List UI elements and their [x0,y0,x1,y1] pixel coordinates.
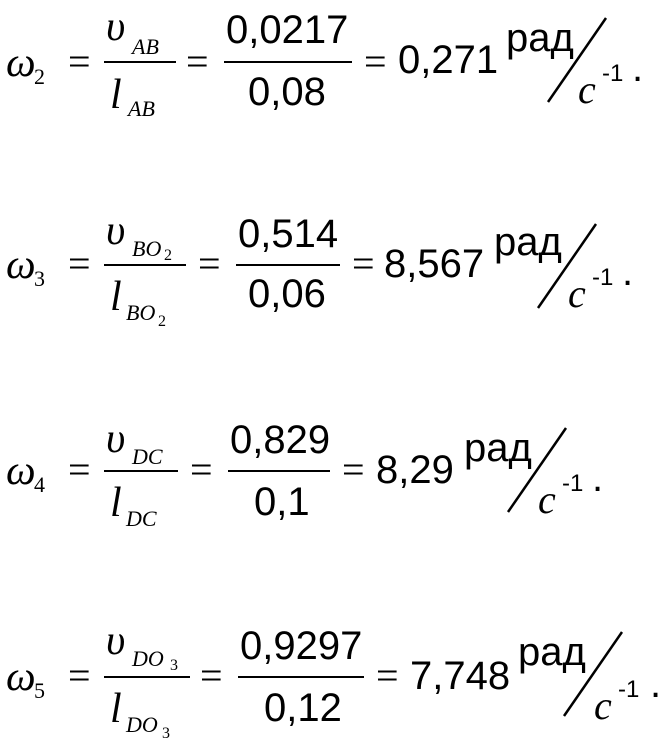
unit-slash [562,631,624,717]
end-period: . [592,456,604,500]
length-symbol: l [110,274,122,320]
unit-second: с [568,271,586,316]
velocity-subscript: DO [132,646,164,671]
omega-symbol: ω [6,448,36,494]
result-value: 0,271 [398,38,499,82]
unit-exponent: -1 [602,60,624,87]
fraction-bar-symbolic [104,264,186,266]
equals-sign-2: = [186,39,209,84]
equation-omega-5: ω 5 = υ DO 3 l DO 3 = 0,9297 0,12 = 7,74… [0,620,668,750]
fraction-bar-numeric [224,61,352,63]
unit-radian: рад [494,220,562,264]
length-subscript: AB [128,96,155,121]
equals-sign-3: = [364,39,387,84]
velocity-subscript-index: 2 [164,247,172,264]
unit-slash [506,427,568,513]
end-period: . [650,662,662,706]
omega-subscript: 3 [34,266,45,291]
unit-radian: рад [506,16,574,60]
length-symbol: l [110,72,122,118]
equals-sign-1: = [68,39,91,84]
unit-radian: рад [518,630,586,674]
equals-sign-2: = [190,447,213,492]
equals-sign-3: = [352,241,375,286]
velocity-symbol: υ [106,208,126,254]
velocity-symbol: υ [106,4,126,50]
denominator-value: 0,12 [264,686,342,730]
unit-radian: рад [464,426,532,470]
omega-subscript: 4 [34,472,45,497]
length-subscript: DO [126,712,158,737]
fraction-bar-numeric [228,470,330,472]
velocity-symbol: υ [106,416,126,462]
length-subscript-index: 2 [158,313,166,330]
equals-sign-2: = [200,653,223,698]
end-period: . [622,250,634,294]
velocity-subscript: DC [132,444,163,469]
result-value: 8,567 [384,242,485,286]
numerator-value: 0,829 [230,418,331,462]
numerator-value: 0,9297 [240,624,363,668]
omega-symbol: ω [6,40,36,86]
fraction-bar-symbolic [104,676,190,678]
velocity-subscript-index: 3 [170,657,178,674]
fraction-bar-symbolic [104,61,176,63]
unit-second: с [538,477,556,522]
end-period: . [632,46,644,90]
omega-symbol: ω [6,242,36,288]
equals-sign-3: = [342,447,365,492]
equals-sign-2: = [198,241,221,286]
length-subscript: DC [126,506,157,531]
unit-exponent: -1 [592,264,614,291]
omega-symbol: ω [6,654,36,700]
denominator-value: 0,06 [248,272,326,316]
result-value: 7,748 [410,654,511,698]
unit-exponent: -1 [618,676,640,703]
unit-second: с [578,67,596,112]
length-symbol: l [110,686,122,732]
velocity-subscript: AB [132,34,159,59]
fraction-bar-numeric [236,264,340,266]
unit-second: с [594,683,612,728]
omega-subscript: 5 [34,678,45,703]
unit-slash [536,223,598,309]
equals-sign-3: = [376,653,399,698]
result-value: 8,29 [376,448,454,492]
length-subscript-index: 3 [162,725,170,742]
omega-subscript: 2 [34,64,45,89]
equals-sign-1: = [68,241,91,286]
equals-sign-1: = [68,653,91,698]
equals-sign-1: = [68,447,91,492]
length-subscript: BO [126,300,156,325]
denominator-value: 0,1 [254,480,310,524]
velocity-subscript: BO [132,236,162,261]
numerator-value: 0,0217 [226,8,349,52]
unit-exponent: -1 [562,470,584,497]
length-symbol: l [110,480,122,526]
numerator-value: 0,514 [238,212,339,256]
equation-omega-4: ω 4 = υ DC l DC = 0,829 0,1 = 8,29 рад с… [0,418,668,548]
unit-slash [546,17,608,103]
denominator-value: 0,08 [248,70,326,114]
velocity-symbol: υ [106,618,126,664]
fraction-bar-symbolic [104,470,178,472]
equation-omega-3: ω 3 = υ BO 2 l BO 2 = 0,514 0,06 = 8,567… [0,210,668,340]
equation-omega-2: ω 2 = υ AB l AB = 0,0217 0,08 = 0,271 ра… [0,0,668,130]
fraction-bar-numeric [238,676,364,678]
